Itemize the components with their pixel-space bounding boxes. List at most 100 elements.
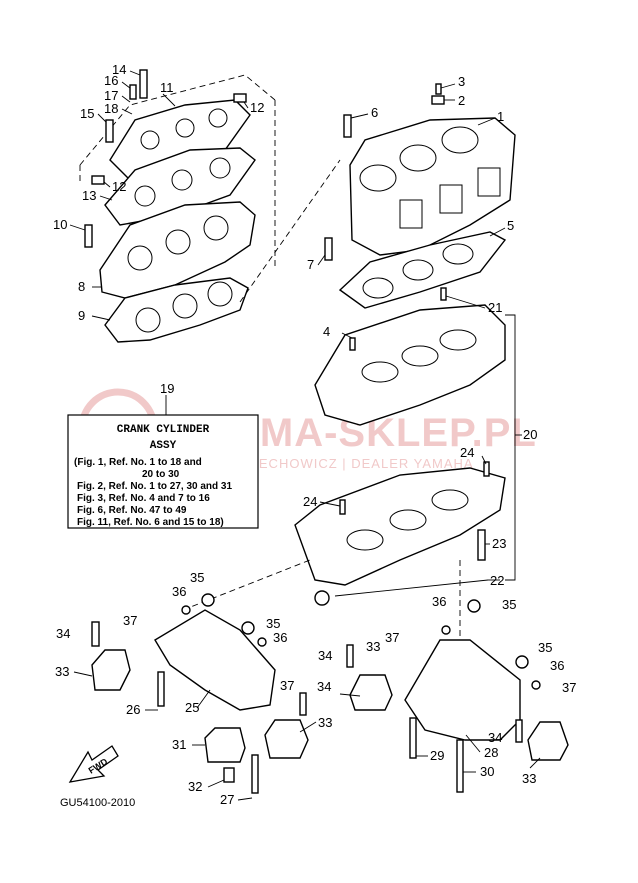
cylinder-head[interactable] xyxy=(99,201,256,299)
callout-37c: 37 xyxy=(385,630,399,645)
callout-18: 18 xyxy=(104,101,118,116)
crankcase-group xyxy=(294,287,522,606)
bolt-35a[interactable] xyxy=(201,593,215,607)
callout-33a: 33 xyxy=(55,664,69,679)
bolt-10[interactable] xyxy=(84,224,93,248)
callout-37d: 37 xyxy=(562,680,576,695)
callout-7: 7 xyxy=(307,257,314,272)
leader-lines xyxy=(69,70,541,801)
callout-13: 13 xyxy=(82,188,96,203)
callout-31: 31 xyxy=(172,737,186,752)
info-box-line-1: (Fig. 1, Ref. No. 1 to 18 and xyxy=(74,457,202,468)
cylinder-block[interactable] xyxy=(349,117,516,256)
fwd-arrow-icon: FWD xyxy=(68,745,119,783)
nut-32[interactable] xyxy=(223,767,235,783)
plug-12b[interactable] xyxy=(91,175,105,185)
callout-10: 10 xyxy=(53,217,67,232)
bolt-34d[interactable] xyxy=(515,719,523,743)
info-box-line-6: Fig. 11, Ref. No. 6 and 15 to 18) xyxy=(77,517,224,528)
dowel-24b[interactable] xyxy=(483,461,490,477)
engine-mount-rubber-33d[interactable] xyxy=(527,721,569,761)
bolt-23[interactable] xyxy=(477,529,486,561)
callout-16: 16 xyxy=(104,73,118,88)
bolt-15[interactable] xyxy=(105,119,114,143)
cylinder-head-group xyxy=(79,69,341,343)
callout-34d: 34 xyxy=(488,730,502,745)
callout-34a: 34 xyxy=(56,626,70,641)
callout-35d: 35 xyxy=(538,640,552,655)
callout-28: 28 xyxy=(484,745,498,760)
dowel-4[interactable] xyxy=(349,337,356,351)
bolt-16[interactable] xyxy=(129,84,137,100)
washer-36c[interactable] xyxy=(441,625,451,635)
info-box-line-5: Fig. 6, Ref. No. 47 to 49 xyxy=(77,505,187,516)
pin-21[interactable] xyxy=(440,287,447,301)
info-box-title-1: CRANK CYLINDER xyxy=(117,424,210,436)
dowel-24a[interactable] xyxy=(339,499,346,515)
callout-35b: 35 xyxy=(266,616,280,631)
bolt-34c[interactable] xyxy=(346,644,354,668)
bolt-29[interactable] xyxy=(409,717,417,759)
callout-35a: 35 xyxy=(190,570,204,585)
callout-37b: 37 xyxy=(280,678,294,693)
callout-23: 23 xyxy=(492,536,506,551)
callout-33b: 33 xyxy=(318,715,332,730)
engine-mount-rubber-33b[interactable] xyxy=(264,719,309,759)
crankcase-upper[interactable] xyxy=(314,304,506,426)
engine-mount-rubber-33c[interactable] xyxy=(349,674,393,711)
callout-8: 8 xyxy=(78,279,85,294)
bolt-6[interactable] xyxy=(343,114,352,138)
callout-35c: 35 xyxy=(502,597,516,612)
callout-15: 15 xyxy=(80,106,94,121)
callout-37a: 37 xyxy=(123,613,137,628)
callout-5: 5 xyxy=(507,218,514,233)
callout-6: 6 xyxy=(371,105,378,120)
clamp-2[interactable] xyxy=(431,95,445,105)
callout-36b: 36 xyxy=(273,630,287,645)
crankcase-lower[interactable] xyxy=(294,467,506,586)
engine-mount-bracket-right[interactable] xyxy=(404,639,521,741)
callout-36c: 36 xyxy=(432,594,446,609)
washer-36d[interactable] xyxy=(531,680,541,690)
bolt-34b[interactable] xyxy=(299,692,307,716)
bolt-27[interactable] xyxy=(251,754,259,794)
plug-12[interactable] xyxy=(233,93,247,103)
info-box-title-2: ASSY xyxy=(150,440,177,452)
bolt-35d[interactable] xyxy=(515,655,529,669)
cylinder-base-gasket[interactable] xyxy=(338,231,507,309)
screw-3[interactable] xyxy=(435,83,442,95)
info-box-line-2: 20 to 30 xyxy=(142,469,180,480)
callout-34b: 34 xyxy=(317,679,331,694)
engine-mount-bracket-left[interactable] xyxy=(154,609,276,711)
bolt-30[interactable] xyxy=(456,739,464,793)
callout-20: 20 xyxy=(523,427,537,442)
callout-36a: 36 xyxy=(172,584,186,599)
callout-32: 32 xyxy=(188,779,202,794)
engine-mount-rubber-31[interactable] xyxy=(204,727,246,763)
watermark-subtitle: WOJCIECHOWICZ | DEALER YAMAHA xyxy=(212,456,474,471)
bolt-7[interactable] xyxy=(324,237,333,261)
callout-12b: 12 xyxy=(112,179,126,194)
callout-24b: 24 xyxy=(460,445,474,460)
callout-26: 26 xyxy=(126,702,140,717)
callout-27: 27 xyxy=(220,792,234,807)
cylinder-head-gasket[interactable] xyxy=(104,277,249,343)
info-box-line-3: Fig. 2, Ref. No. 1 to 27, 30 and 31 xyxy=(77,481,232,492)
callout-30: 30 xyxy=(480,764,494,779)
bolt-35b[interactable] xyxy=(241,621,255,635)
bolt-34a[interactable] xyxy=(91,621,100,647)
cylinder-block-group xyxy=(324,83,516,309)
plug-22[interactable] xyxy=(314,590,330,606)
washer-36a[interactable] xyxy=(181,605,191,615)
callout-29: 29 xyxy=(430,748,444,763)
bolt-35c[interactable] xyxy=(467,599,481,613)
callout-25: 25 xyxy=(185,700,199,715)
engine-mount-left-group xyxy=(91,559,311,794)
callout-21: 21 xyxy=(488,300,502,315)
washer-36b[interactable] xyxy=(257,637,267,647)
engine-mount-rubber-33a[interactable] xyxy=(91,649,131,691)
info-box: CRANK CYLINDER ASSY (Fig. 1, Ref. No. 1 … xyxy=(67,395,259,529)
bolt-26[interactable] xyxy=(157,671,165,707)
bolt-14[interactable] xyxy=(139,69,148,99)
